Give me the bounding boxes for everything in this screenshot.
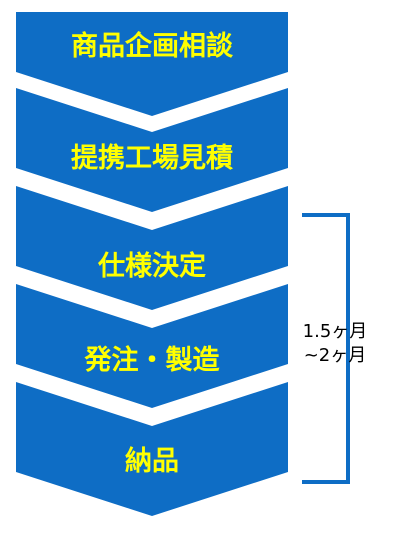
duration-bracket [302, 213, 350, 484]
step-納品: 納品 [16, 382, 288, 516]
step-発注製造: 発注・製造 [16, 284, 288, 408]
step-chevron-2 [16, 88, 288, 212]
step-商品企画相談: 商品企画相談 [16, 12, 288, 116]
step-label-4: 発注・製造 [84, 344, 220, 376]
step-chevron-1 [16, 12, 288, 116]
step-chevron-4 [16, 284, 288, 408]
step-chevron-3 [16, 186, 288, 310]
step-chevron-5 [16, 382, 288, 516]
step-label-2: 提携工場見積 [71, 143, 233, 174]
duration-label-line1: 1.5ヶ月 [303, 321, 368, 342]
step-仕様決定: 仕様決定 [16, 186, 288, 310]
duration-label-line2: ~2ヶ月 [304, 345, 367, 366]
step-提携工場見積: 提携工場見積 [16, 88, 288, 212]
step-label-3: 仕様決定 [97, 250, 206, 282]
step-label-1: 商品企画相談 [71, 30, 234, 62]
step-label-5: 納品 [125, 445, 179, 477]
